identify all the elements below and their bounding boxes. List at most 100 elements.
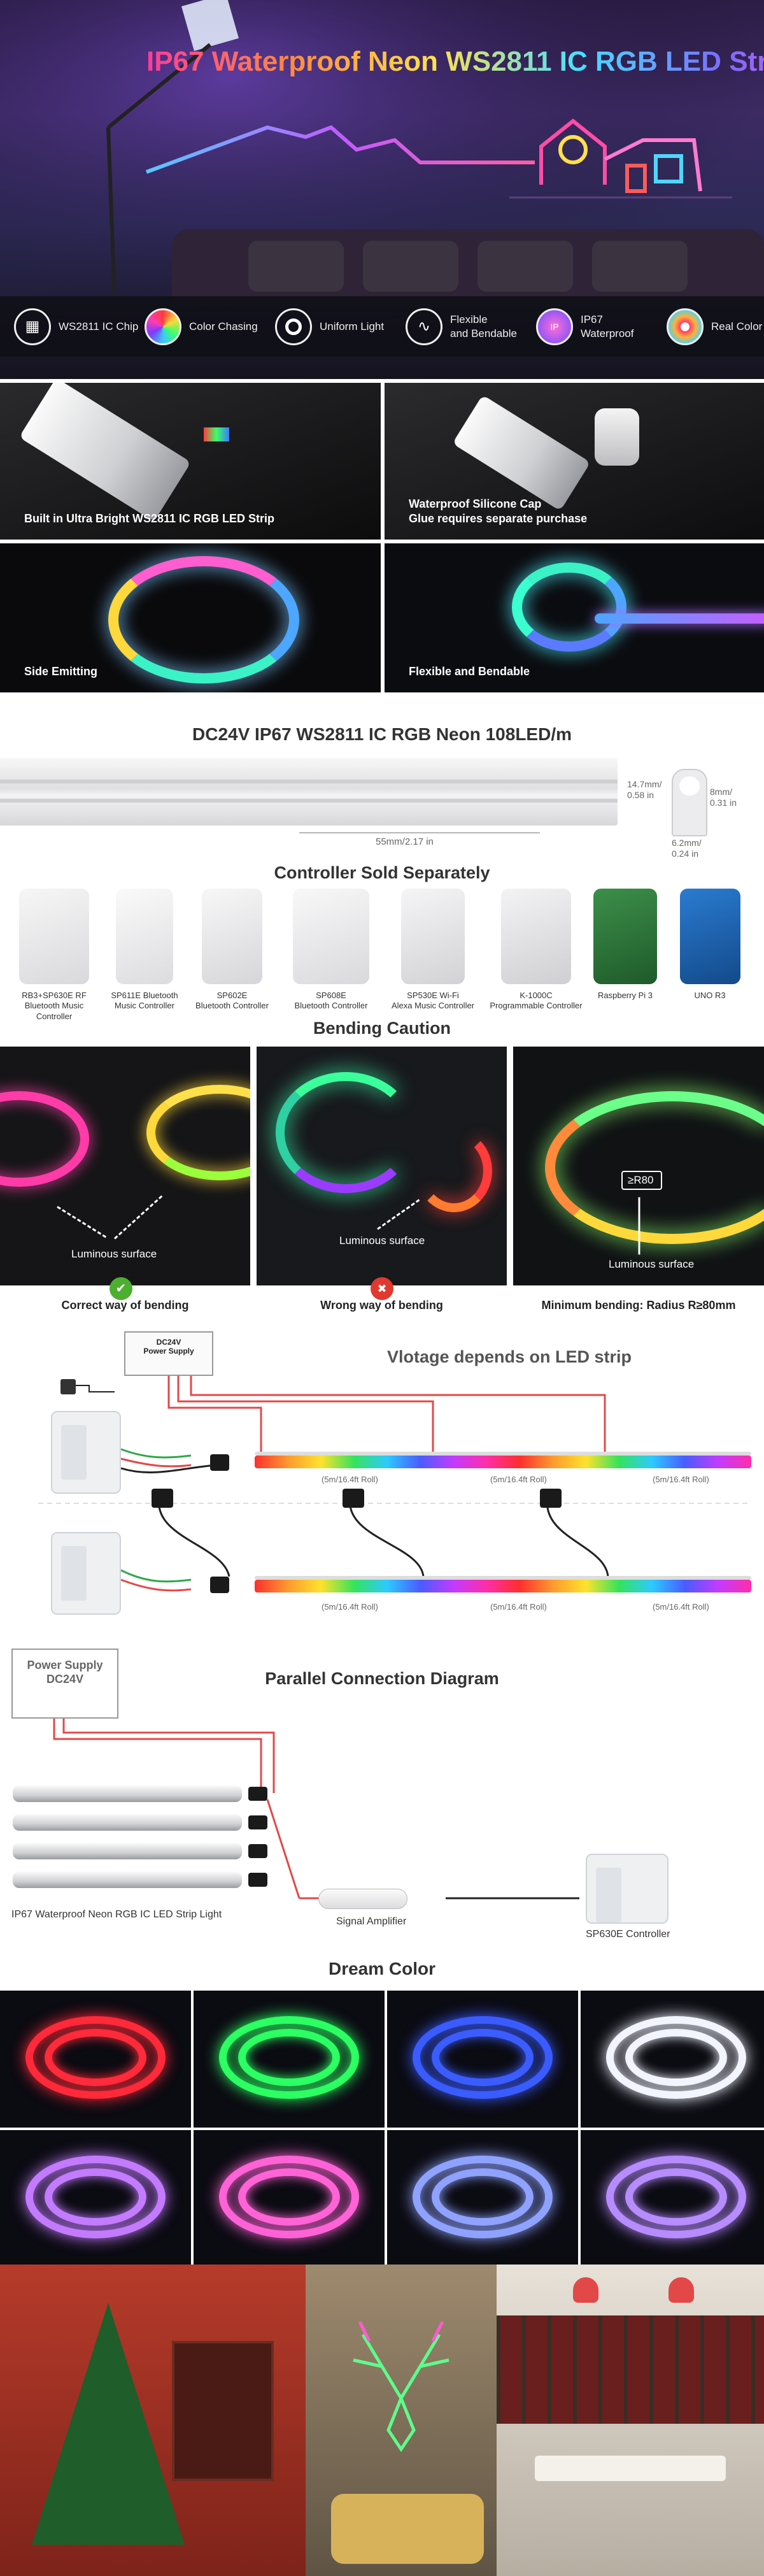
controller-box <box>51 1411 121 1494</box>
neon-strip <box>595 613 764 624</box>
neon-coil <box>45 2029 146 2086</box>
neon-loop <box>512 562 626 652</box>
controller-label: UNO R3 <box>694 991 726 1000</box>
controller-item: SP530E Wi-Fi Alexa Music Controller <box>382 889 484 1012</box>
controller-item: SP602E Bluetooth Controller <box>189 889 275 1012</box>
wiring-diagram <box>38 1376 751 1592</box>
radius-label: ≥R80 <box>628 1174 654 1186</box>
neon-ring <box>108 556 299 683</box>
strip-cross-section <box>672 769 707 836</box>
controller-item: UNO R3 <box>675 889 745 1001</box>
bookshelf <box>172 2341 274 2481</box>
tile-caption: Built in Ultra Bright WS2811 IC RGB LED … <box>24 512 275 525</box>
pendant-lamp <box>668 2277 694 2303</box>
cushion <box>248 241 344 292</box>
bend-icon: ∿ <box>406 308 442 345</box>
pendant-lamp <box>573 2277 598 2303</box>
neon-coil <box>432 2168 534 2226</box>
controller-image <box>19 889 89 984</box>
height-label: 14.7mm/ 0.58 in <box>627 779 662 800</box>
neon-strip <box>13 1814 242 1831</box>
dream-color-section: Dream Color <box>0 1943 764 2268</box>
inner-label: 8mm/ 0.31 in <box>710 787 737 808</box>
bending-caption: Correct way of bending <box>61 1299 189 1312</box>
connector-plug <box>210 1454 229 1471</box>
dream-color-tile <box>387 2130 578 2267</box>
bending-panel-wrong: Luminous surface <box>257 1047 507 1285</box>
uniform-light-icon <box>275 308 312 345</box>
bending-caption: Wrong way of bending <box>320 1299 443 1312</box>
base-label: 6.2mm/ 0.24 in <box>672 838 702 859</box>
roll-label: (5m/16.4ft Roll) <box>490 1475 547 1484</box>
connector-plug <box>210 1577 229 1593</box>
controller-label: SP530E Wi-Fi Alexa Music Controller <box>391 991 475 1011</box>
connector-plug <box>248 1873 267 1887</box>
bending-caption: Minimum bending: Radius R≥80mm <box>541 1299 736 1312</box>
sofa-illustration <box>172 229 764 306</box>
bending-title: Bending Caution <box>313 1019 451 1038</box>
neon-strip <box>13 1785 242 1802</box>
power-adapter-icon <box>540 1489 562 1508</box>
controller-image <box>401 889 465 984</box>
feature-bar: ▦ WS2811 IC Chip Color Chasing Uniform L… <box>0 296 764 357</box>
cushion <box>478 241 573 292</box>
amplifier-label: Signal Amplifier <box>336 1916 407 1927</box>
psu-box: Power Supply DC24V <box>11 1649 118 1719</box>
feature-label: Color Chasing <box>189 320 258 333</box>
neon-coil <box>625 2029 727 2086</box>
hero-banner: IP67 Waterproof Neon WS2811 IC RGB LED S… <box>0 0 764 379</box>
dream-title: Dream Color <box>328 1959 436 1979</box>
parallel-section: Power Supply DC24V Parallel Connection D… <box>0 1643 764 1962</box>
spec-title: DC24V IP67 WS2811 IC RGB Neon 108LED/m <box>192 724 572 744</box>
feature-grid: Built in Ultra Bright WS2811 IC RGB LED … <box>0 379 764 698</box>
pointer-line <box>57 1206 107 1238</box>
neon-coil <box>238 2029 340 2086</box>
tile-caption: Side Emitting <box>24 664 98 678</box>
feature-tile-flexible: Flexible and Bendable <box>385 543 764 692</box>
connector-plug <box>248 1787 267 1801</box>
feature-color-chasing: Color Chasing <box>145 301 275 352</box>
ac-plug-icon <box>60 1379 76 1394</box>
neon-coil <box>238 2168 340 2226</box>
window-railing <box>497 2315 764 2424</box>
controller-item: K-1000C Programmable Controller <box>485 889 587 1012</box>
neon-coil <box>432 2029 534 2086</box>
controller-image <box>293 889 369 984</box>
controller-image <box>116 889 173 984</box>
bending-panel-correct: Luminous surface <box>0 1047 250 1285</box>
connector-plug <box>248 1815 267 1829</box>
dream-color-tile <box>581 1991 764 2128</box>
neon-coil <box>625 2168 727 2226</box>
real-color-icon <box>667 308 704 345</box>
controller-box <box>586 1854 668 1924</box>
neon-arc <box>545 1091 764 1244</box>
cushion <box>592 241 688 292</box>
bending-panel-minimum: ≥R80 Luminous surface <box>513 1047 764 1285</box>
spec-section: DC24V IP67 WS2811 IC RGB Neon 108LED/m 5… <box>0 698 764 863</box>
dream-color-tile <box>0 1991 191 2128</box>
feature-label: WS2811 IC Chip <box>59 320 139 333</box>
controller-image <box>202 889 262 984</box>
luminous-label: Luminous surface <box>339 1234 425 1247</box>
dream-color-tile <box>194 1991 385 2128</box>
roll-label: (5m/16.4ft Roll) <box>653 1475 709 1484</box>
controller-image <box>679 889 740 984</box>
feature-ip67: IP IP67 Waterproof <box>536 301 667 352</box>
feature-tile-side-emitting: Side Emitting <box>0 543 381 692</box>
neon-ring <box>416 1129 492 1212</box>
voltage-section: DC24V Power Supply Vlotage depends on LE… <box>0 1322 764 1653</box>
power-adapter-icon <box>152 1489 173 1508</box>
controller-label: SP602E Bluetooth Controller <box>195 991 269 1011</box>
feature-uniform-light: Uniform Light <box>275 301 406 352</box>
controller-label: K-1000C Programmable Controller <box>490 991 583 1011</box>
controller-label: SP611E Bluetooth Music Controller <box>111 991 178 1011</box>
sofa <box>331 2494 484 2564</box>
neon-deer-sign <box>353 2321 449 2452</box>
roll-label: (5m/16.4ft Roll) <box>653 1602 709 1612</box>
roll-label: (5m/16.4ft Roll) <box>322 1475 378 1484</box>
connector-plug <box>248 1844 267 1858</box>
scene-section <box>0 2265 764 2576</box>
neon-coil <box>45 2168 146 2226</box>
dream-color-tile <box>194 2130 385 2267</box>
